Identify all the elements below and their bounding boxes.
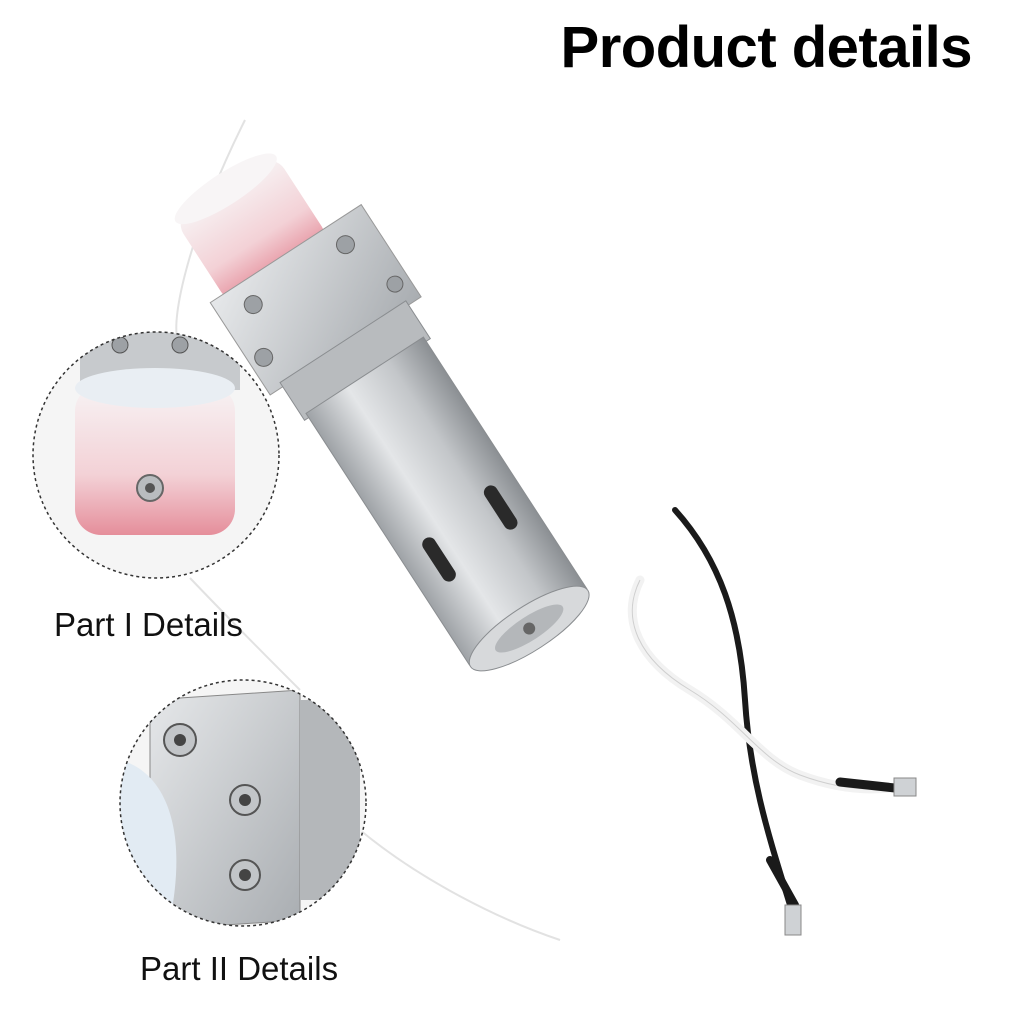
pump-assembly	[174, 153, 590, 672]
ring-terminal	[784, 904, 802, 936]
callout-label-part-2: Part II Details	[140, 950, 339, 987]
page-title: Product details	[560, 15, 973, 80]
white-wire-heatshrink	[835, 777, 900, 793]
dashed-circle	[119, 679, 367, 927]
motor-housing	[305, 336, 590, 672]
dashed-circle	[32, 331, 280, 579]
spade-terminal	[893, 777, 917, 797]
black-wire	[672, 507, 793, 908]
connector-line	[175, 119, 246, 341]
connector-line	[359, 829, 561, 941]
white-wire-edge	[631, 579, 891, 790]
valve-block	[209, 203, 422, 396]
callout-part-1	[32, 331, 280, 579]
connector-line	[189, 577, 301, 691]
callout-label-part-1: Part I Details	[54, 606, 243, 643]
black-wire-heatshrink	[766, 856, 799, 909]
callout-part-2	[119, 679, 367, 927]
white-wire	[627, 575, 895, 794]
